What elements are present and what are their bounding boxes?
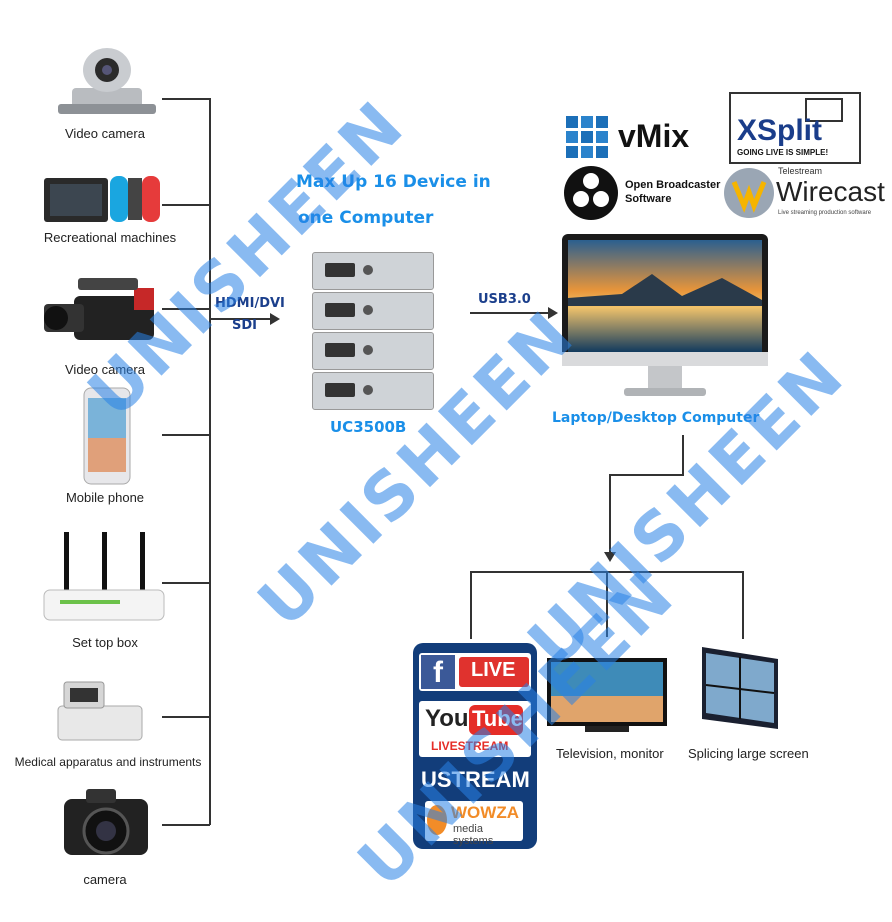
capture-device-2 bbox=[312, 292, 434, 330]
usb-arrow-line bbox=[470, 312, 550, 314]
video-wall-icon bbox=[700, 645, 780, 735]
headline-line1: Max Up 16 Device in bbox=[296, 172, 491, 192]
source-label-7: camera bbox=[83, 872, 127, 887]
wirecast-logo: Telestream Wirecast Live streaming produ… bbox=[722, 164, 885, 222]
facebook-live-text: LIVE bbox=[471, 659, 516, 681]
game-console-icon bbox=[42, 172, 162, 226]
youtube-tile: You Tube LIVESTREAM bbox=[419, 701, 531, 757]
wirecast-top-text: Telestream bbox=[778, 166, 823, 176]
computer-down-line-2 bbox=[609, 474, 611, 556]
headline-line2: one Computer bbox=[298, 208, 434, 228]
output-drop-1 bbox=[470, 571, 472, 639]
xsplit-tagline: GOING LIVE IS SIMPLE! bbox=[737, 148, 829, 157]
computer-down-line-1 bbox=[682, 435, 684, 475]
source-label-3: Video camera bbox=[65, 362, 145, 377]
computer-label: Laptop/Desktop Computer bbox=[552, 410, 760, 426]
facebook-live-tile: f LIVE bbox=[419, 653, 531, 691]
livestream-text: LIVESTREAM bbox=[431, 739, 509, 753]
wirecast-text: Wirecast bbox=[776, 176, 885, 207]
capture-device-1 bbox=[312, 252, 434, 290]
obs-text-line2: Software bbox=[625, 193, 672, 205]
wowza-icon bbox=[427, 805, 447, 835]
output-drop-3 bbox=[742, 571, 744, 639]
camcorder-icon bbox=[34, 268, 174, 358]
usb-label: USB3.0 bbox=[478, 292, 531, 307]
wowza-text: WOWZA bbox=[451, 803, 519, 822]
input-label-line2: SDI bbox=[232, 318, 257, 333]
obs-logo: Open Broadcaster Software bbox=[563, 165, 723, 221]
tv-label: Television, monitor bbox=[556, 746, 664, 761]
video-camera-ptz-icon bbox=[52, 40, 162, 120]
ustream-text: USTREAM bbox=[421, 767, 530, 792]
bus-tick-1 bbox=[162, 98, 210, 100]
set-top-box-icon bbox=[40, 530, 170, 628]
source-label-5: Set top box bbox=[72, 635, 138, 650]
output-drop-2 bbox=[606, 571, 608, 637]
wowza-tile: WOWZA media systems bbox=[425, 801, 523, 847]
streaming-platforms-panel: f LIVE You Tube LIVESTREAM USTREAM WOWZA… bbox=[413, 643, 537, 849]
wowza-sub-text: media systems bbox=[453, 823, 494, 847]
device-name: UC3500B bbox=[330, 418, 407, 436]
youtube-you-text: You bbox=[425, 705, 469, 732]
bus-tick-7 bbox=[162, 824, 210, 826]
youtube-tube-text: Tube bbox=[472, 706, 523, 731]
television-icon bbox=[545, 656, 669, 740]
bus-tick-2 bbox=[162, 204, 210, 206]
bus-tick-4 bbox=[162, 434, 210, 436]
xsplit-text: XSplit bbox=[737, 114, 823, 147]
input-label-line1: HDMI/DVI bbox=[215, 296, 285, 311]
computer-down-arrow bbox=[604, 552, 616, 562]
input-arrow-line bbox=[210, 318, 272, 320]
source-label-4: Mobile phone bbox=[65, 490, 145, 505]
medical-instrument-icon bbox=[52, 676, 148, 748]
facebook-icon: f bbox=[421, 655, 455, 689]
vmix-text: vMix bbox=[618, 118, 690, 154]
computer-monitor-icon bbox=[562, 234, 770, 402]
dslr-camera-icon bbox=[56, 785, 156, 865]
bus-tick-6 bbox=[162, 716, 210, 718]
vmix-logo: vMix bbox=[566, 116, 716, 160]
screen-label: Splicing large screen bbox=[688, 746, 809, 761]
obs-text-line1: Open Broadcaster bbox=[625, 179, 721, 191]
wirecast-sub-text: Live streaming production software bbox=[778, 210, 872, 216]
xsplit-logo: XSplit GOING LIVE IS SIMPLE! bbox=[729, 92, 861, 164]
source-label-6: Medical apparatus and instruments bbox=[14, 755, 202, 769]
bus-line bbox=[209, 98, 211, 825]
ustream-tile: USTREAM bbox=[417, 763, 533, 797]
capture-device-3 bbox=[312, 332, 434, 370]
source-label-2: Recreational machines bbox=[43, 230, 177, 245]
computer-horizontal bbox=[609, 474, 684, 476]
bus-tick-3 bbox=[162, 308, 210, 310]
capture-device-4 bbox=[312, 372, 434, 410]
usb-arrow-head bbox=[548, 307, 558, 319]
source-label-1: Video camera bbox=[65, 126, 145, 141]
input-arrow-head bbox=[270, 313, 280, 325]
mobile-phone-icon bbox=[80, 386, 134, 486]
bus-tick-5 bbox=[162, 582, 210, 584]
